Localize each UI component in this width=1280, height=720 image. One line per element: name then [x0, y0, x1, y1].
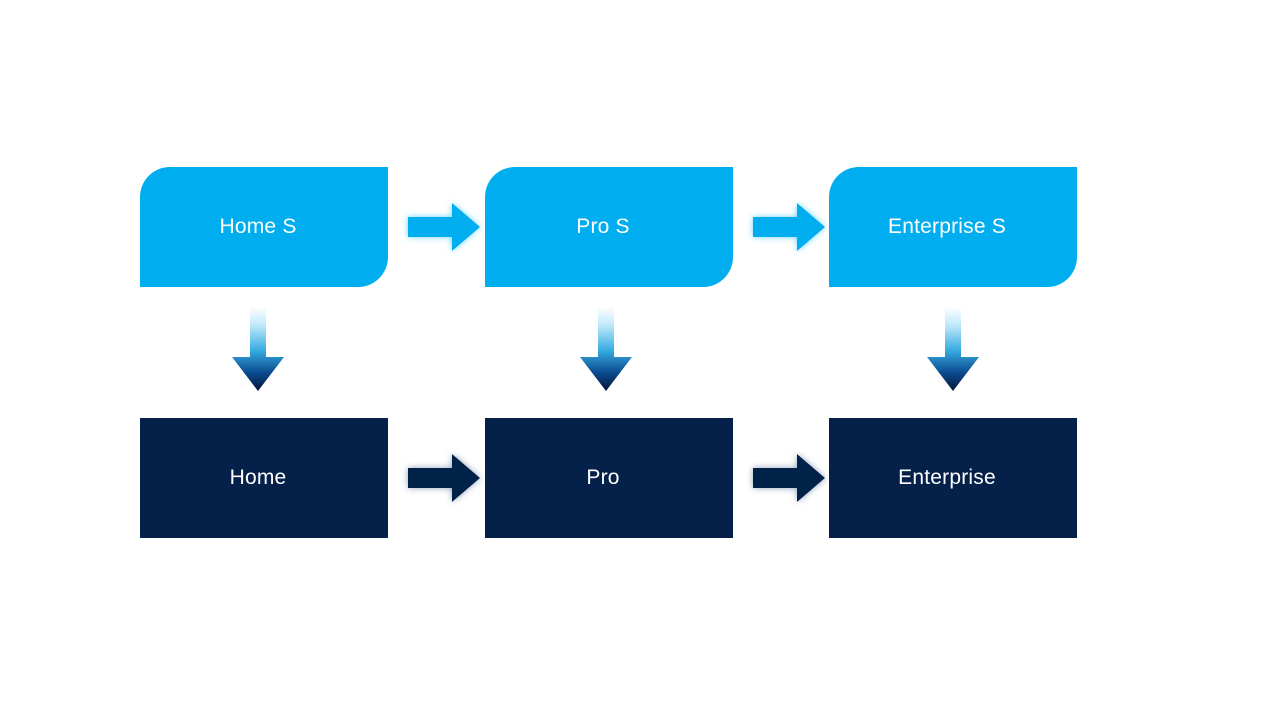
arrow-right-icon — [753, 203, 825, 251]
connector-home-s-to-pro-s — [406, 199, 482, 255]
node-enterprise-s[interactable]: Enterprise S — [829, 167, 1077, 287]
node-enterprise[interactable]: Enterprise — [829, 418, 1077, 538]
node-home-label: Home — [229, 466, 287, 490]
node-pro-s[interactable]: Pro S — [485, 167, 733, 287]
connector-home-to-pro — [406, 450, 482, 506]
connector-pro-s-to-pro — [577, 307, 635, 393]
arrow-down-icon — [580, 307, 632, 391]
node-home-s[interactable]: Home S — [140, 167, 388, 287]
arrow-right-icon — [408, 203, 480, 251]
node-pro-label: Pro — [586, 466, 620, 490]
connector-pro-s-to-enterprise-s — [751, 199, 827, 255]
node-pro-s-label: Pro S — [576, 215, 630, 239]
node-home-s-label: Home S — [219, 215, 297, 239]
node-enterprise-label: Enterprise — [898, 466, 996, 490]
arrow-down-icon — [927, 307, 979, 391]
connector-home-s-to-home — [229, 307, 287, 393]
node-enterprise-s-label: Enterprise S — [888, 215, 1006, 239]
arrow-down-icon — [232, 307, 284, 391]
connector-enterprise-s-to-enterprise — [924, 307, 982, 393]
node-home[interactable]: Home — [140, 418, 388, 538]
node-pro[interactable]: Pro — [485, 418, 733, 538]
connector-pro-to-enterprise — [751, 450, 827, 506]
arrow-right-icon — [408, 454, 480, 502]
arrow-right-icon — [753, 454, 825, 502]
